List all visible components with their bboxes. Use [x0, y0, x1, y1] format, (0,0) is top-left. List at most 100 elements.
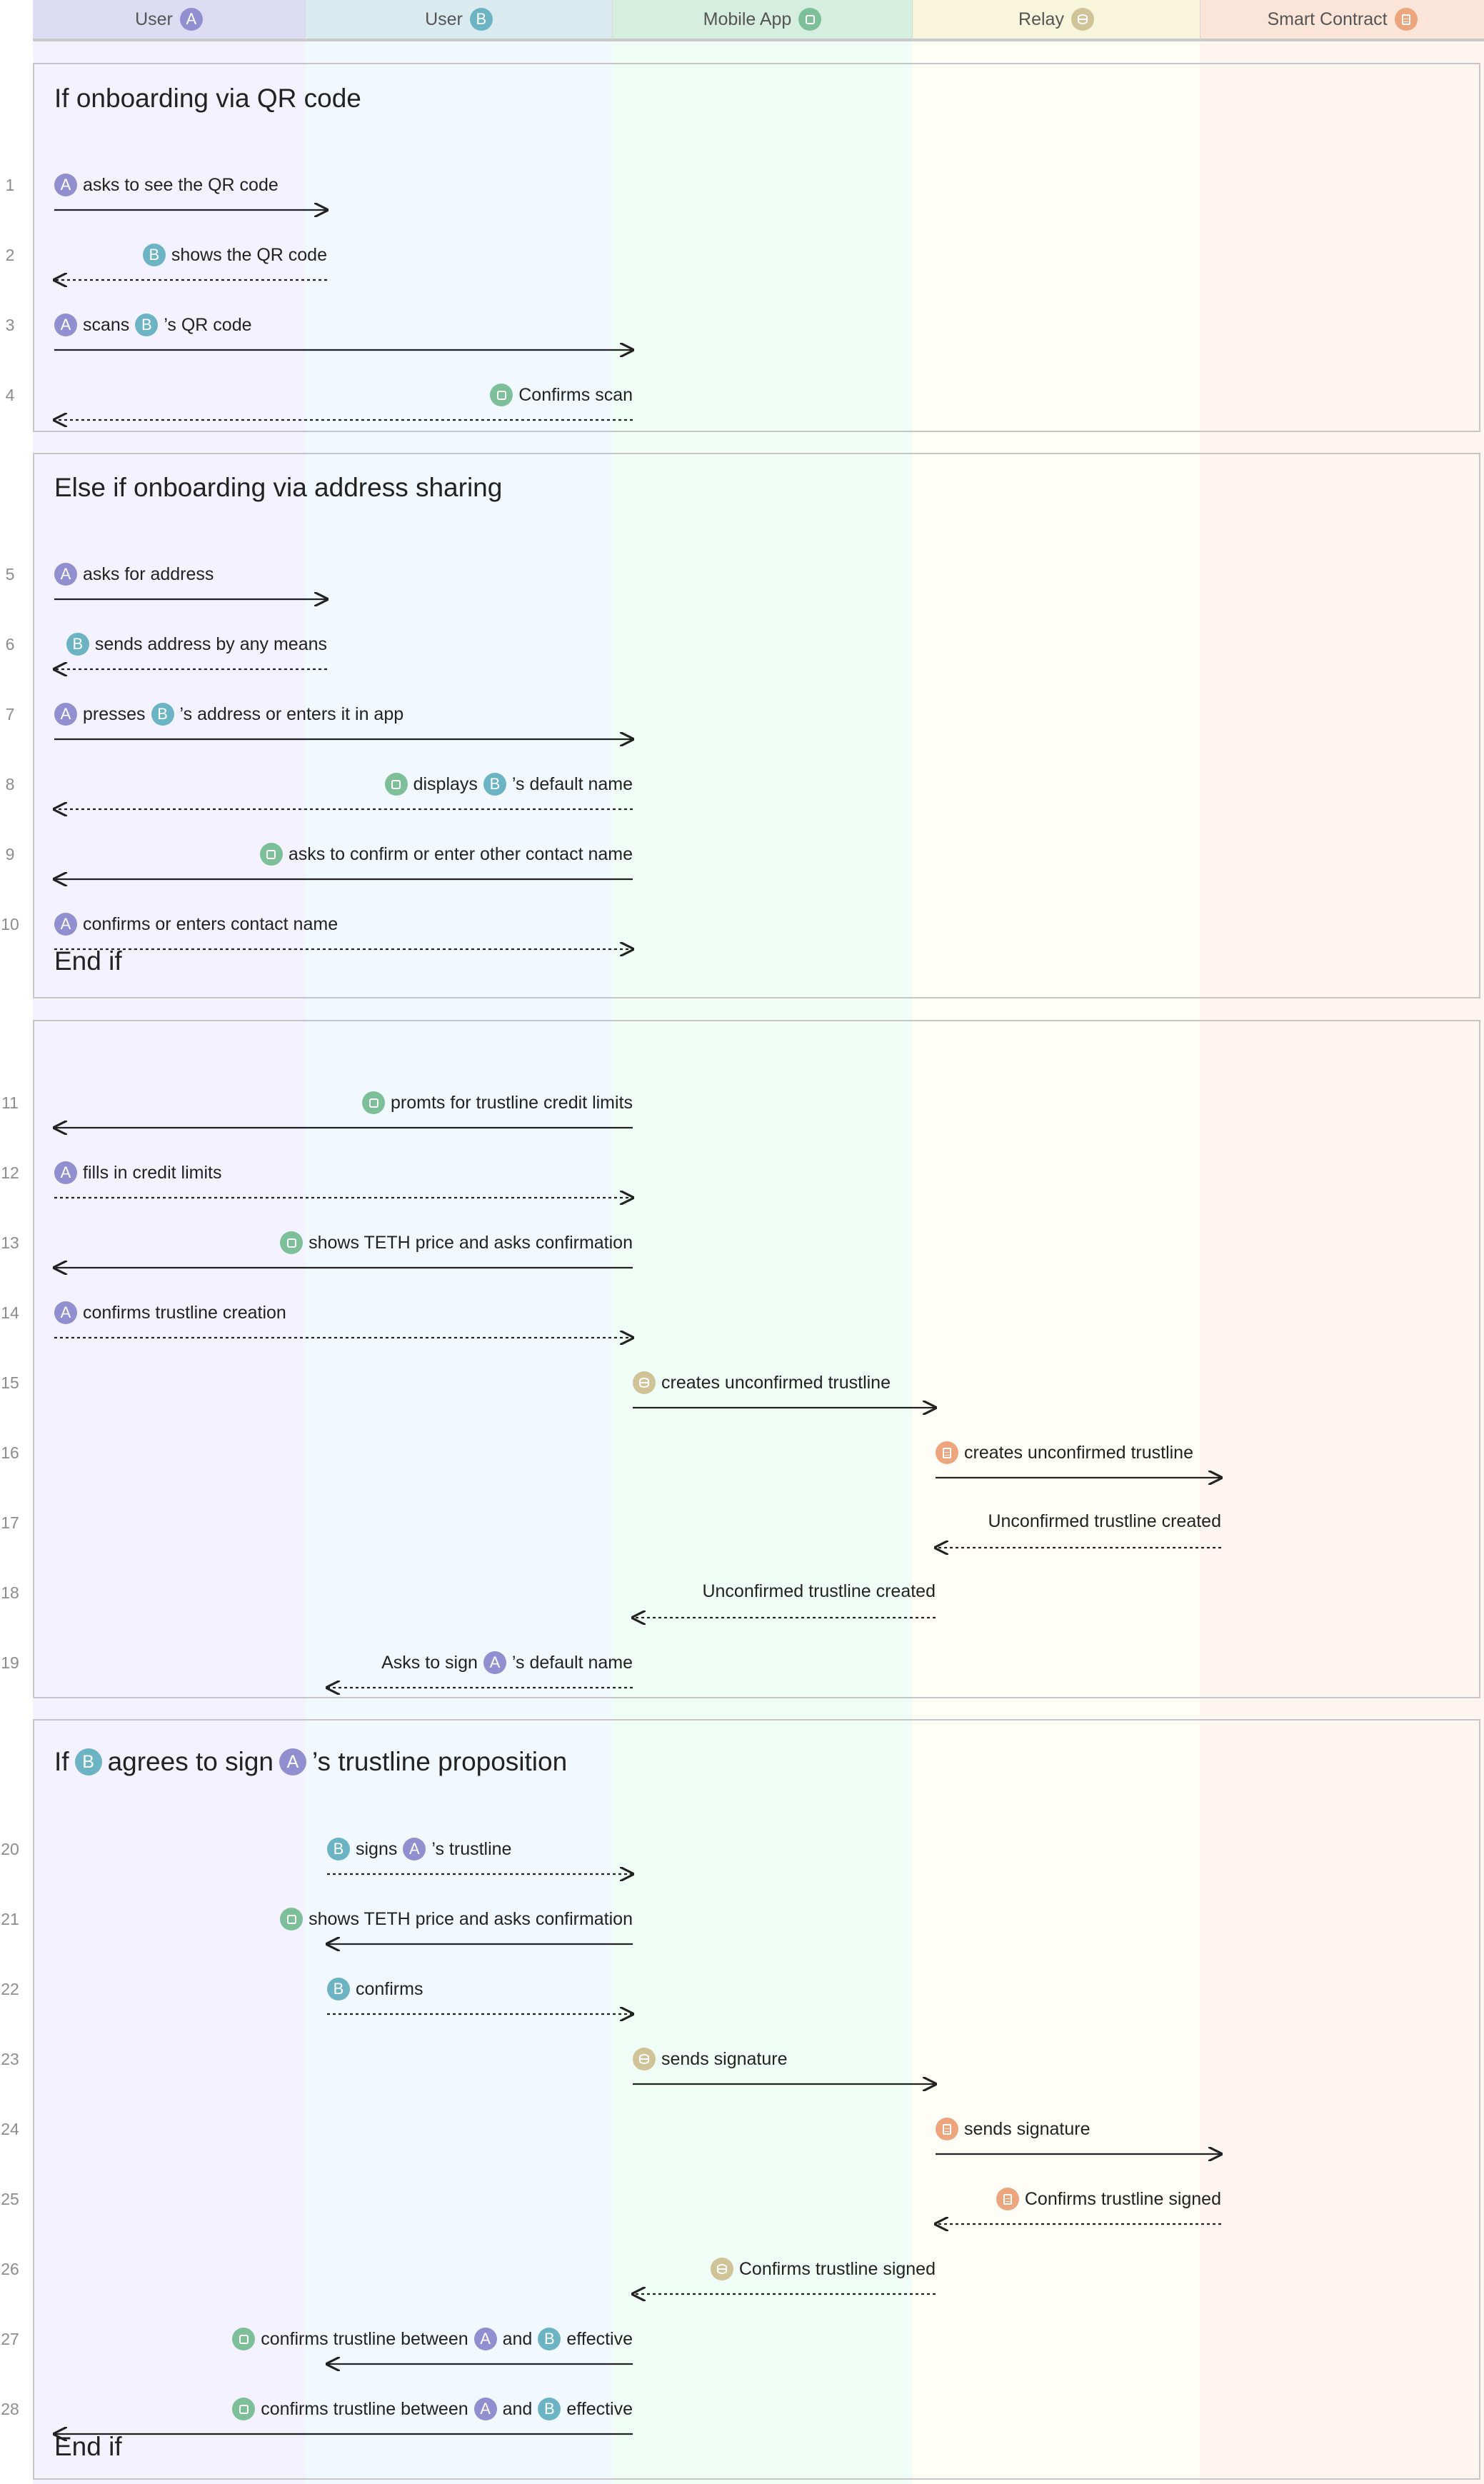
step-number: 1	[5, 176, 15, 194]
badge-b-icon: B	[538, 2328, 561, 2350]
message-label: Confirms scan	[490, 384, 633, 406]
badge-b-icon: B	[142, 244, 166, 266]
lane-relay	[912, 0, 1200, 2484]
message-text: Unconfirmed trustline created	[988, 1511, 1221, 1531]
step-number: 25	[1, 2190, 19, 2208]
step-number: 4	[5, 386, 15, 404]
message-text: sends signature	[661, 2048, 788, 2069]
lane-b	[305, 0, 612, 2484]
message-label: asks to confirm or enter other contact n…	[259, 843, 633, 866]
message-label: sends signature	[936, 2118, 1091, 2140]
message-text: creates unconfirmed trustline	[964, 1442, 1193, 1463]
badge-b-icon: B	[483, 773, 506, 796]
badge-a-icon: A	[54, 1161, 77, 1184]
step-number: 6	[5, 635, 15, 653]
step-number: 10	[1, 915, 19, 933]
message-label: sends signature	[633, 2048, 788, 2070]
smart-contract-icon	[1394, 8, 1418, 31]
smart-contract-icon	[936, 1441, 958, 1464]
message-text: shows the QR code	[171, 244, 327, 265]
relay-icon	[633, 1371, 656, 1394]
step-number: 9	[5, 845, 15, 863]
message-text: Confirms trustline signed	[738, 2258, 936, 2279]
step-number: 26	[1, 2260, 19, 2278]
step-number: 16	[1, 1443, 19, 1462]
message-text: sends signature	[964, 2118, 1091, 2139]
message-label: shows TETH price and asks confirmation	[280, 1231, 633, 1254]
step-number: 18	[1, 1583, 19, 1602]
message-text: confirms	[356, 1978, 423, 1999]
badge-a-icon: A	[54, 703, 77, 726]
step-number: 22	[1, 1980, 19, 1998]
mobile-app-icon	[232, 2328, 256, 2350]
lane-a	[33, 0, 305, 2484]
message-text: shows TETH price and asks confirmation	[309, 1232, 633, 1253]
badge-a-icon: A	[483, 1651, 506, 1674]
step-number: 12	[1, 1163, 19, 1182]
message-text: sends address by any means	[94, 633, 327, 654]
message-text: ’s trustline	[431, 1838, 512, 1859]
message-label: Unconfirmed trustline created	[702, 1581, 936, 1602]
message-text: Unconfirmed trustline created	[702, 1581, 936, 1601]
message-text: signs	[356, 1838, 398, 1859]
badge-a-icon: A	[279, 1748, 306, 1776]
message-text: displays	[413, 773, 478, 794]
badge-a-icon: A	[473, 2328, 497, 2350]
step-number: 17	[1, 1513, 19, 1532]
message-label: Confirms trustline signed	[996, 2188, 1221, 2210]
relay-icon	[710, 2258, 733, 2280]
badge-b-icon: B	[327, 1978, 350, 2000]
step-number: 7	[5, 705, 15, 723]
badge-a-icon: A	[403, 1838, 426, 1861]
step-number: 5	[5, 565, 15, 584]
badge-a-icon: A	[54, 913, 77, 936]
message-text: and	[502, 2328, 533, 2349]
badge-a-icon: A	[473, 2398, 497, 2420]
section-title: Else if onboarding via address sharing	[54, 473, 502, 503]
badge-b-icon: B	[74, 1748, 102, 1776]
message-text: Confirms scan	[518, 384, 633, 405]
message-text: asks for address	[83, 564, 214, 584]
step-number: 14	[1, 1303, 19, 1322]
message-text: and	[502, 2398, 533, 2419]
section-frame	[33, 453, 1480, 998]
header-label: Mobile App	[703, 9, 792, 29]
badge-a-icon: A	[179, 8, 203, 31]
title-text: ’s trustline proposition	[312, 1747, 568, 1776]
mobile-app-icon	[798, 8, 822, 31]
mobile-app-icon	[490, 384, 513, 406]
message-text: creates unconfirmed trustline	[661, 1372, 891, 1393]
message-label: creates unconfirmed trustline	[936, 1441, 1193, 1464]
header-a: User A	[33, 0, 305, 41]
step-number: 21	[1, 1910, 19, 1928]
message-text: shows TETH price and asks confirmation	[309, 1908, 633, 1929]
badge-b-icon: B	[135, 314, 159, 336]
message-text: scans	[83, 314, 130, 335]
message-text: ’s default name	[511, 773, 633, 794]
step-number: 20	[1, 1840, 19, 1858]
step-number: 27	[1, 2330, 19, 2348]
header-label: User	[135, 9, 173, 29]
mobile-app-icon	[280, 1908, 304, 1930]
step-number: 15	[1, 1373, 19, 1392]
smart-contract-icon	[996, 2188, 1019, 2210]
section-title: If onboarding via QR code	[54, 84, 361, 114]
relay-icon	[1071, 8, 1094, 31]
badge-b-icon: B	[538, 2398, 561, 2420]
message-text: ’s default name	[511, 1652, 633, 1673]
step-number: 2	[5, 246, 15, 264]
title-text: If onboarding via QR code	[54, 84, 361, 113]
section-frame	[33, 1719, 1480, 2480]
mobile-app-icon	[259, 843, 283, 866]
badge-a-icon: A	[54, 1301, 77, 1324]
message-label: promts for trustline credit limits	[362, 1091, 633, 1114]
